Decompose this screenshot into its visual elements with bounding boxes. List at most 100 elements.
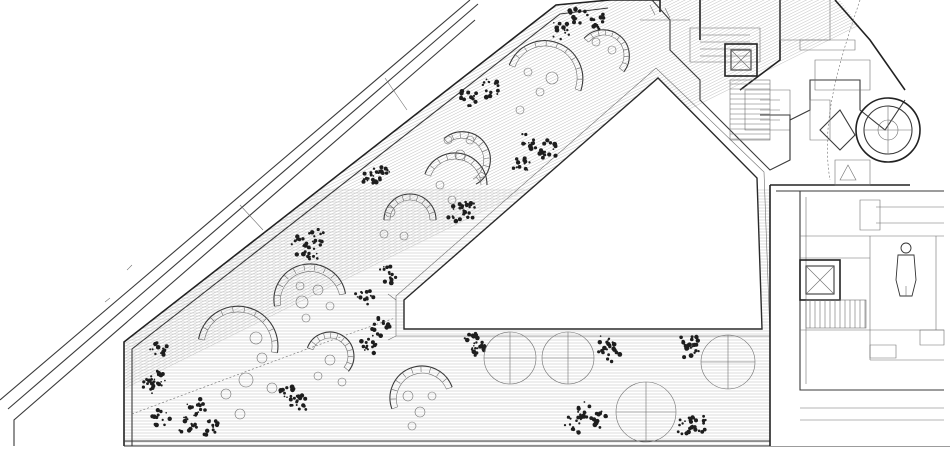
round-stool xyxy=(427,391,437,401)
stair-icon xyxy=(729,79,771,141)
round-stool xyxy=(465,135,475,145)
deck-plank-line xyxy=(124,0,912,40)
curved-bench-icon xyxy=(508,39,584,92)
round-stool xyxy=(379,229,389,239)
curved-benches xyxy=(198,29,630,410)
round-stool xyxy=(301,313,311,323)
elevator-icon xyxy=(724,43,758,77)
deck-plank-line xyxy=(124,0,912,154)
round-stool xyxy=(607,45,617,55)
deck-plank-line xyxy=(124,0,912,73)
round-stool xyxy=(402,390,414,402)
deck-plank-line xyxy=(124,0,912,211)
shrub-icon xyxy=(563,414,584,435)
tree-canopy-icon xyxy=(615,381,677,443)
round-stool xyxy=(324,354,336,366)
deck-plank-line xyxy=(124,0,912,130)
round-stool xyxy=(443,135,453,145)
round-stool xyxy=(313,371,323,381)
shrub-icon xyxy=(459,89,478,108)
shrub-icon xyxy=(511,156,531,171)
round-stool xyxy=(447,195,457,205)
shrub-icon xyxy=(682,343,700,360)
deck-plank-line xyxy=(124,0,912,55)
deck-plank-line xyxy=(124,0,912,10)
deck-plank-line xyxy=(124,0,912,400)
deck-plank-line xyxy=(124,0,912,421)
round-stool xyxy=(523,67,533,77)
deck-plank-line xyxy=(124,0,912,103)
deck-plank-line xyxy=(124,0,912,133)
deck-plank-line xyxy=(124,0,912,409)
deck-plank-line xyxy=(124,0,912,412)
deck-plank-line xyxy=(124,0,912,418)
deck-plank-line xyxy=(124,0,912,52)
round-stool xyxy=(312,284,324,296)
deck-plank-line xyxy=(124,0,912,142)
deck-plank-line xyxy=(124,0,912,397)
round-stool xyxy=(591,37,601,47)
curved-bench-icon xyxy=(273,263,347,307)
shrub-icon xyxy=(589,12,606,31)
shrub-icon xyxy=(202,419,220,437)
upper-building xyxy=(610,0,906,186)
deck-plank-line xyxy=(124,0,912,181)
deck-plank-line xyxy=(124,0,912,91)
shrub-icon xyxy=(369,165,391,182)
shrub-icon xyxy=(458,200,476,220)
round-stool xyxy=(414,406,426,418)
round-stool xyxy=(407,421,417,431)
shrub-icon xyxy=(186,397,207,417)
deck-plank-line xyxy=(124,0,912,28)
shrub-icon xyxy=(481,78,500,100)
elevator-icon xyxy=(799,259,841,301)
shrub-icon xyxy=(354,289,376,306)
tree-canopy-icon xyxy=(541,331,595,385)
curved-bench-icon xyxy=(583,29,630,73)
round-stool xyxy=(515,105,525,115)
deck-plank-line xyxy=(124,0,912,151)
round-stool xyxy=(337,377,347,387)
shrub-icon xyxy=(149,341,169,357)
shrub-icon xyxy=(471,340,487,357)
round-stool xyxy=(238,372,254,388)
deck-plank-line xyxy=(124,0,912,406)
shrub-icon xyxy=(289,393,308,411)
curved-bench-icon xyxy=(424,152,488,186)
round-stool xyxy=(249,331,263,345)
round-stool xyxy=(295,281,305,291)
deck-plank-line xyxy=(124,0,912,61)
round-stool xyxy=(220,388,232,400)
shrub-icon xyxy=(150,408,172,428)
round-stool xyxy=(295,295,309,309)
deck-plank-line xyxy=(124,0,912,214)
round-stool xyxy=(435,180,445,190)
deck-plank-line xyxy=(124,0,912,7)
deck-plank-line xyxy=(124,0,912,439)
deck-plank-line xyxy=(124,0,912,124)
shrub-icon xyxy=(278,384,301,402)
shrub-icon xyxy=(141,378,162,395)
deck-plank-line xyxy=(124,0,912,172)
shrub-icon xyxy=(308,227,325,247)
deck-plank-line xyxy=(124,0,912,94)
stair-icon xyxy=(805,299,867,329)
deck-plank-line xyxy=(124,0,912,34)
round-stool xyxy=(545,71,559,85)
shrub-icon xyxy=(537,138,558,160)
round-stools xyxy=(220,37,617,431)
shrub-icon xyxy=(178,416,198,434)
round-stool xyxy=(325,301,335,311)
deck-plank-line xyxy=(124,0,912,415)
deck-plank-line xyxy=(124,0,912,175)
deck-plank-line xyxy=(124,0,912,64)
deck-plank-line xyxy=(124,0,912,67)
curved-bench-icon xyxy=(198,305,279,354)
shrub-icon xyxy=(689,414,707,434)
human-figure-icon xyxy=(895,242,917,297)
shrub-icon xyxy=(597,335,614,355)
shrub-icon xyxy=(370,316,392,339)
shrub-icon xyxy=(567,6,589,25)
